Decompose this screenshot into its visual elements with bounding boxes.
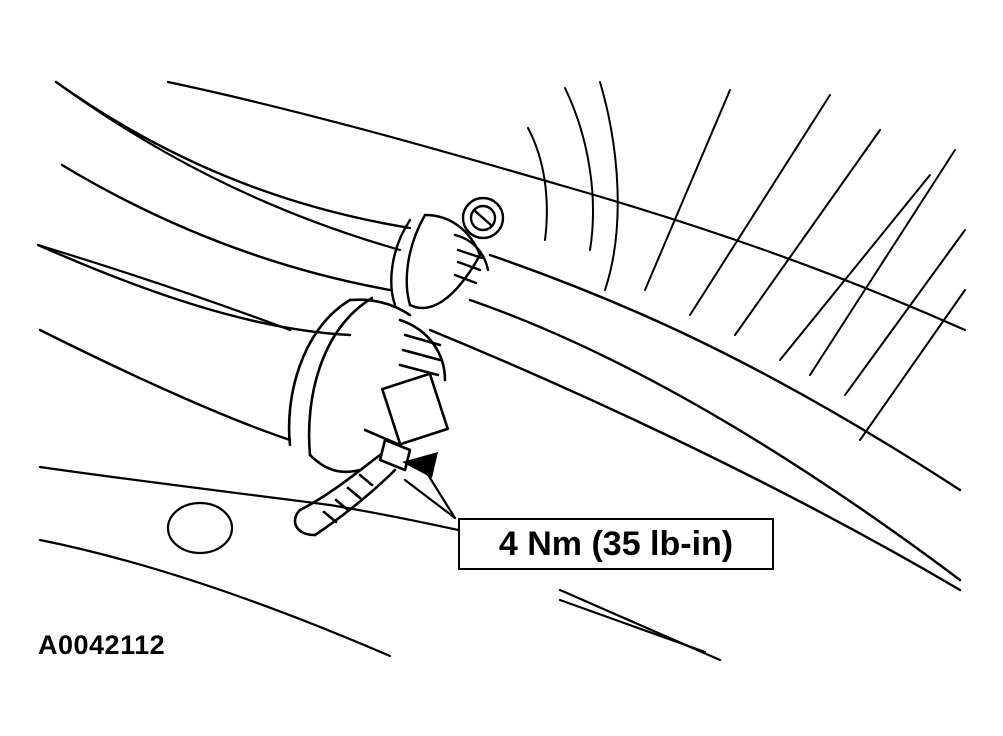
worm-drive-hose-clamp-icon <box>390 196 505 310</box>
figure-reference-id: A0042112 <box>38 630 166 660</box>
contour-arcs <box>527 81 619 291</box>
lower-hose <box>36 243 962 592</box>
worm-drive-hose-clamp-icon-lower <box>287 296 450 537</box>
mounting-hole-icon <box>166 501 234 555</box>
background-panel <box>36 80 967 662</box>
torque-spec-text: 4 Nm (35 lb-in) <box>498 524 734 563</box>
radiator-fins <box>644 89 966 441</box>
upper-hose <box>54 80 962 582</box>
arrow-pointer-icon <box>402 452 457 520</box>
torque-spec-label: 4 Nm (35 lb-in) <box>458 518 774 570</box>
